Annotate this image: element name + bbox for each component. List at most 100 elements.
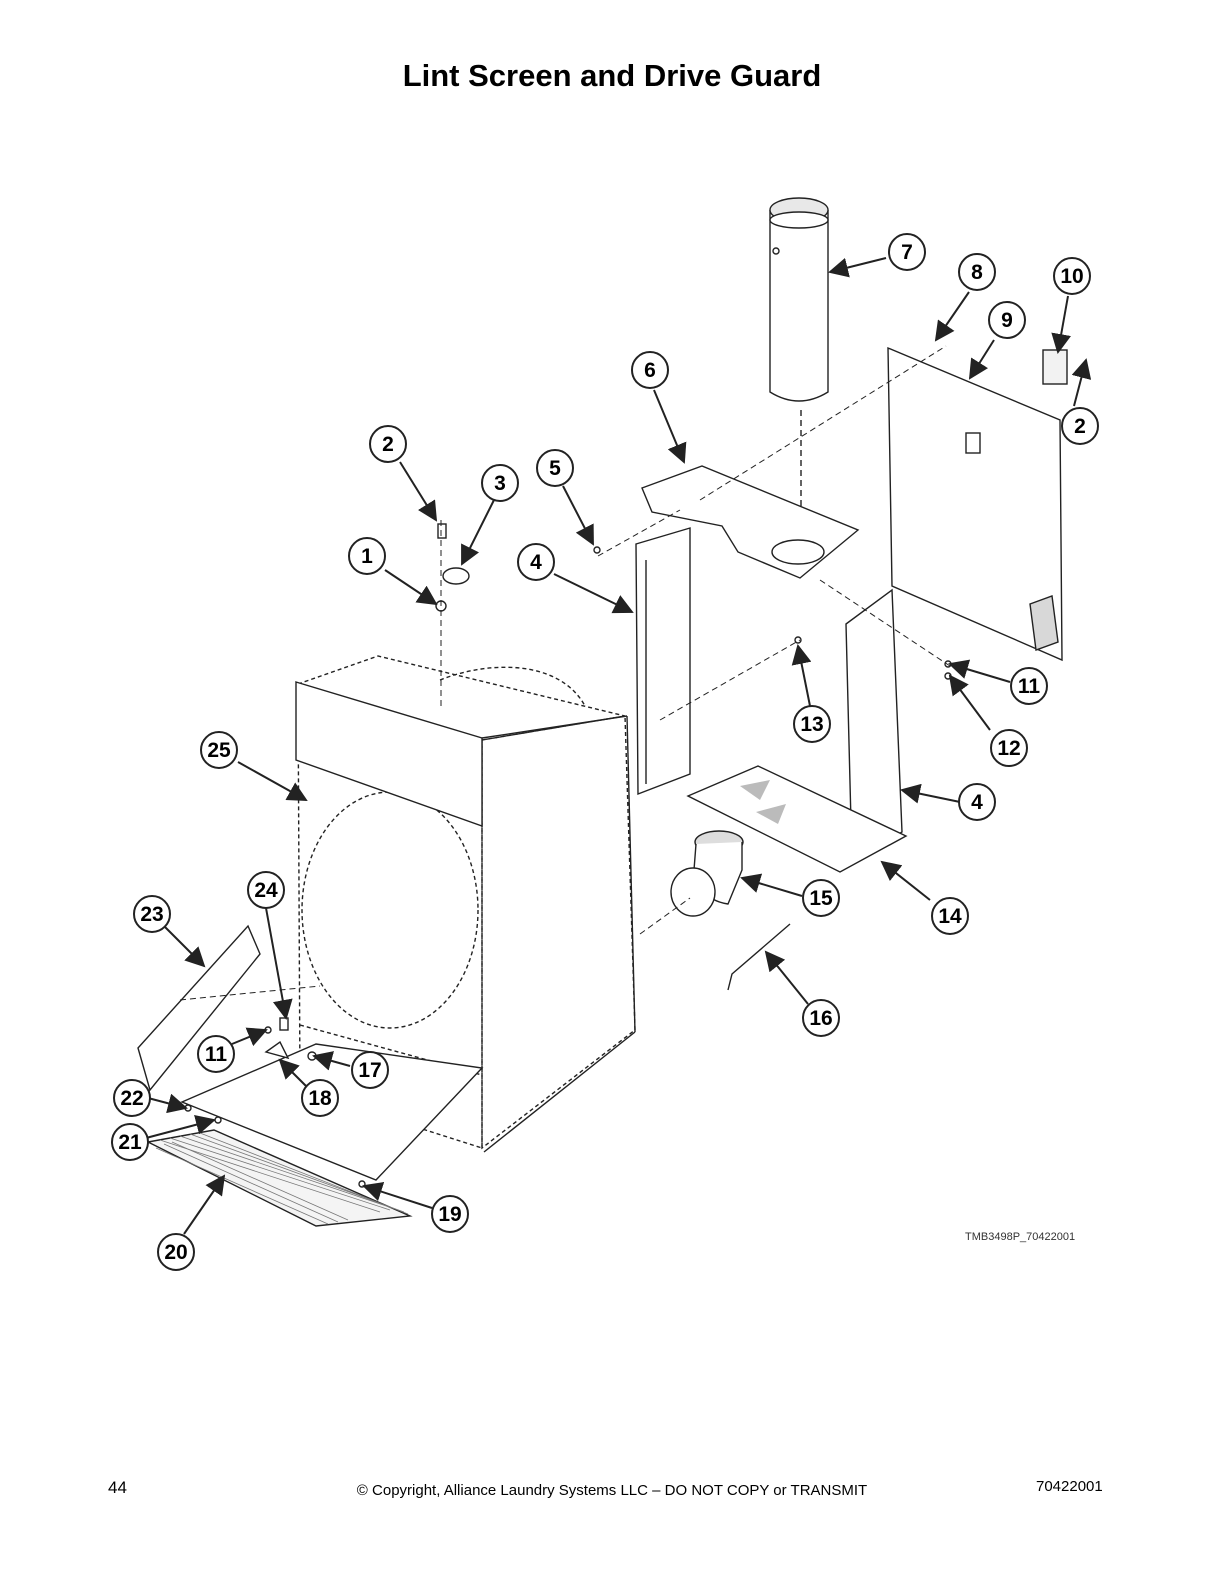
base-plate-drawing [686,765,908,873]
callout-number: 11 [205,1043,228,1066]
callout-number: 20 [164,1241,187,1264]
callout-17: 17 [351,1051,389,1089]
callout-9: 9 [988,301,1026,339]
document-number: 70422001 [1036,1478,1103,1495]
callout-number: 2 [382,433,394,456]
callout-21: 21 [111,1123,149,1161]
callout-5: 5 [536,449,574,487]
callout-number: 2 [1074,415,1086,438]
callout-number: 18 [308,1087,332,1110]
callout-number: 4 [971,791,983,814]
top-plate-drawing [641,465,860,579]
callout-circle [958,253,996,291]
drawing-id: TMB3498P_70422001 [965,1231,1076,1243]
side-panel-right [845,588,903,864]
grille-drawing [145,1129,413,1227]
callout-circle [481,464,519,502]
callout-number: 24 [254,879,278,902]
callout-number: 4 [530,551,542,574]
callout-number: 7 [901,241,913,264]
callout-4: 4 [958,783,996,821]
callout-number: 22 [120,1087,143,1110]
elbow-duct-drawing [670,830,744,917]
callout-circle [197,1035,235,1073]
callout-2: 2 [369,425,407,463]
page-number: 44 [108,1478,127,1497]
callout-16: 16 [802,999,840,1037]
callout-14: 14 [931,897,969,935]
exhaust-pipe-drawing [769,197,829,402]
callout-20: 20 [157,1233,195,1271]
callout-11: 11 [1010,667,1048,705]
callout-number: 12 [997,737,1020,760]
callout-number: 14 [938,905,962,928]
rod-drawing [727,923,791,991]
callout-number: 23 [140,903,163,926]
callout-circle [1061,407,1099,445]
page-title: Lint Screen and Drive Guard [402,58,822,93]
lint-screen-drawing [137,924,261,1092]
side-panel-left [635,527,691,796]
leader-lines [145,257,1092,1235]
callout-11: 11 [197,1035,235,1073]
callout-circle [247,871,285,909]
callout-4: 4 [517,543,555,581]
callout-24: 24 [247,871,285,909]
callout-circle [1053,257,1091,295]
callout-number: 5 [549,457,561,480]
callout-15: 15 [802,879,840,917]
callout-number: 17 [358,1059,381,1082]
callout-number: 9 [1001,309,1013,332]
callout-circle [113,1079,151,1117]
callout-circle [958,783,996,821]
callout-circle [351,1051,389,1089]
callout-number: 21 [118,1131,142,1154]
callout-circle [793,705,831,743]
copyright-notice: © Copyright, Alliance Laundry Systems LL… [356,1482,868,1499]
callout-circle [888,233,926,271]
bracket-drawing [1042,349,1068,385]
callout-circle [517,543,555,581]
callout-number: 15 [809,887,833,910]
callout-6: 6 [631,351,669,389]
callout-13: 13 [793,705,831,743]
callout-number: 1 [361,545,373,568]
callout-circle [802,879,840,917]
callout-number: 19 [438,1203,461,1226]
callout-circle [133,895,171,933]
callout-18: 18 [301,1079,339,1117]
callout-number: 6 [644,359,656,382]
callout-19: 19 [431,1195,469,1233]
callout-number: 16 [809,1007,832,1030]
callout-12: 12 [990,729,1028,767]
callout-circle [157,1233,195,1271]
callout-8: 8 [958,253,996,291]
callout-7: 7 [888,233,926,271]
callout-circle [536,449,574,487]
callout-2: 2 [1061,407,1099,445]
callout-1: 1 [348,537,386,575]
callout-circle [1010,667,1048,705]
callout-circle [348,537,386,575]
callout-22: 22 [113,1079,151,1117]
callout-10: 10 [1053,257,1091,295]
rear-panel-drawing [887,346,1063,662]
callout-circle [931,897,969,935]
callout-number: 11 [1018,675,1041,698]
callout-circle [301,1079,339,1117]
callout-number: 8 [971,261,983,284]
callout-number: 13 [800,713,823,736]
callout-25: 25 [200,731,238,769]
callout-circle [369,425,407,463]
callout-circle [631,351,669,389]
callout-circle [990,729,1028,767]
callout-23: 23 [133,895,171,933]
callout-circle [111,1123,149,1161]
callout-number: 3 [494,472,506,495]
callout-circle [802,999,840,1037]
callout-3: 3 [481,464,519,502]
callout-number: 25 [207,739,231,762]
callout-circle [988,301,1026,339]
